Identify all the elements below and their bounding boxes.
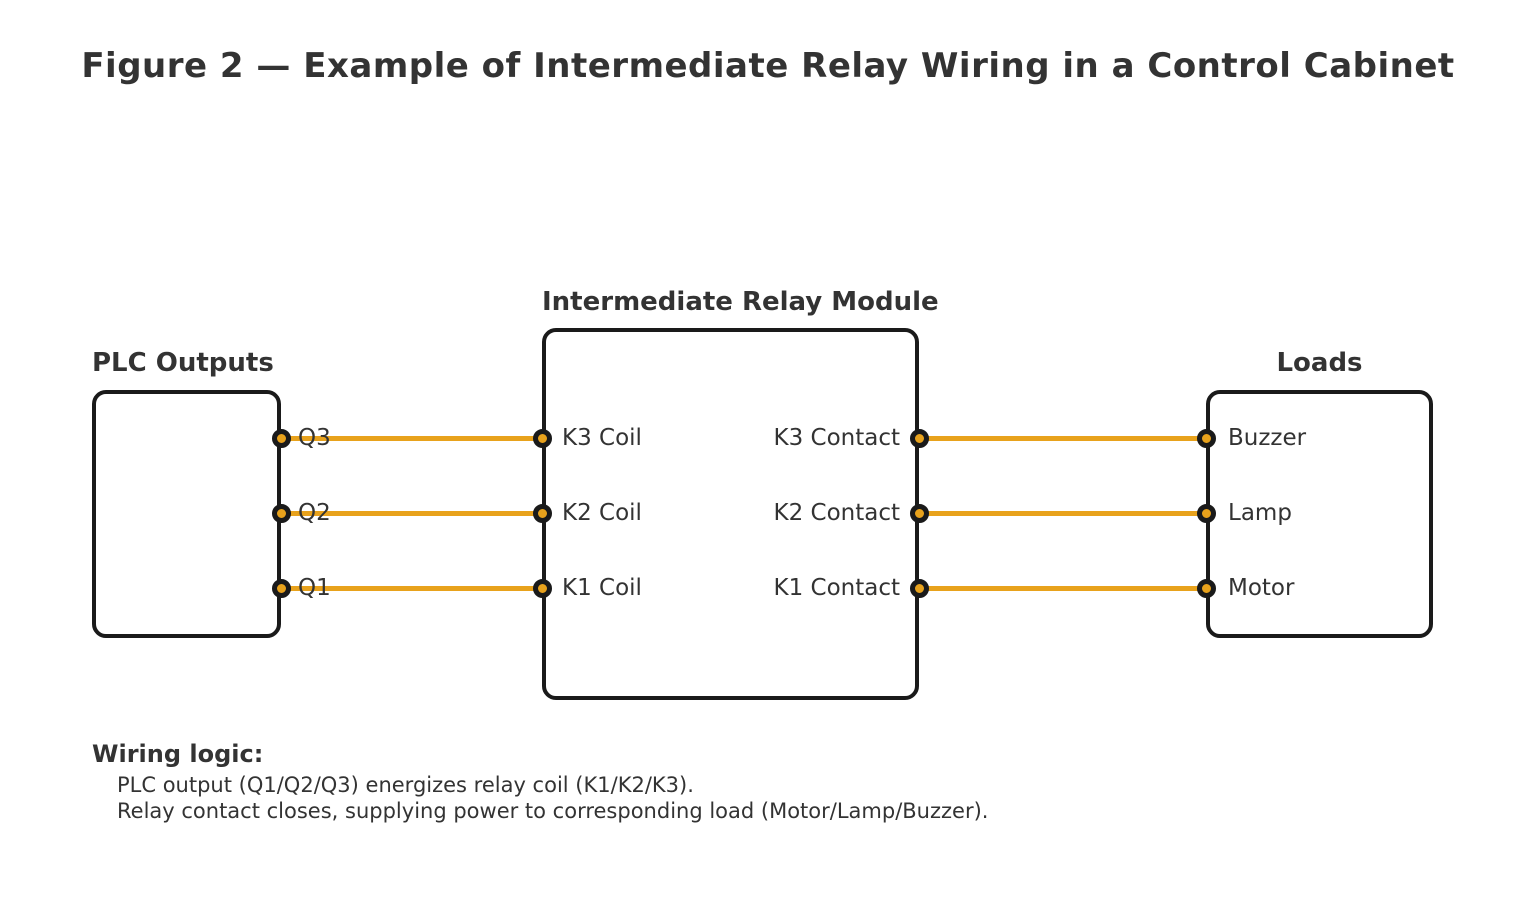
terminal-buzzer [1197, 429, 1216, 448]
relay-contact-label-k2: K2 Contact [773, 500, 900, 526]
plc-outputs-box [92, 390, 281, 638]
relay-module-label: Intermediate Relay Module [542, 287, 939, 317]
loads-label: Loads [1276, 348, 1363, 378]
wire-q3-to-k3-coil [281, 436, 542, 441]
wiring-logic-heading: Wiring logic: [92, 740, 264, 768]
terminal-q2 [272, 504, 291, 523]
plc-terminal-label-q3: Q3 [298, 425, 331, 451]
figure-title: Figure 2 — Example of Intermediate Relay… [81, 46, 1455, 86]
relay-contact-label-k1: K1 Contact [773, 575, 900, 601]
wire-q2-to-k2-coil [281, 511, 542, 516]
relay-coil-label-k1: K1 Coil [562, 575, 642, 601]
terminal-k1-contact [910, 579, 929, 598]
terminal-motor [1197, 579, 1216, 598]
terminal-lamp [1197, 504, 1216, 523]
relay-coil-label-k2: K2 Coil [562, 500, 642, 526]
relay-module-box [542, 328, 919, 700]
wire-k2-contact-to-lamp [919, 511, 1206, 516]
load-label-motor: Motor [1228, 575, 1295, 601]
terminal-k3-contact [910, 429, 929, 448]
terminal-k2-coil [533, 504, 552, 523]
plc-terminal-label-q2: Q2 [298, 500, 331, 526]
load-label-buzzer: Buzzer [1228, 425, 1307, 451]
terminal-k1-coil [533, 579, 552, 598]
wiring-logic-line-1: PLC output (Q1/Q2/Q3) energizes relay co… [117, 773, 694, 797]
relay-contact-label-k3: K3 Contact [773, 425, 900, 451]
terminal-k3-coil [533, 429, 552, 448]
plc-outputs-label: PLC Outputs [92, 348, 274, 378]
terminal-k2-contact [910, 504, 929, 523]
wire-k1-contact-to-motor [919, 586, 1206, 591]
terminal-q1 [272, 579, 291, 598]
wiring-logic-line-2: Relay contact closes, supplying power to… [117, 799, 989, 823]
wire-q1-to-k1-coil [281, 586, 542, 591]
relay-coil-label-k3: K3 Coil [562, 425, 642, 451]
plc-terminal-label-q1: Q1 [298, 575, 331, 601]
wire-k3-contact-to-buzzer [919, 436, 1206, 441]
terminal-q3 [272, 429, 291, 448]
load-label-lamp: Lamp [1228, 500, 1292, 526]
